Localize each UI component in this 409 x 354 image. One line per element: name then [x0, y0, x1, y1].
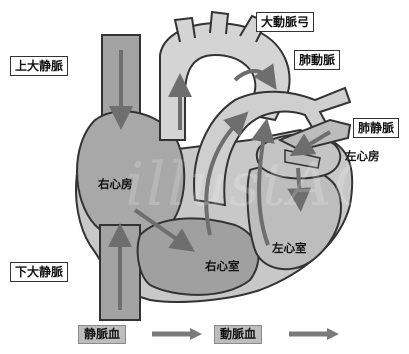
legend-arterial-blood: 動脈血: [214, 325, 262, 344]
label-right-atrium: 右心房: [98, 176, 133, 192]
label-right-ventricle: 右心室: [205, 258, 240, 274]
legend-venous-blood: 静脈血: [78, 325, 126, 344]
label-pulmonary-artery: 肺動脈: [294, 50, 340, 70]
label-aortic-arch: 大動脈弓: [256, 12, 314, 32]
legend-arrow-1: [150, 327, 204, 341]
right-ventricle-shape: [138, 218, 259, 294]
legend-arrow-2: [287, 327, 341, 341]
label-left-ventricle: 左心室: [272, 240, 307, 256]
label-left-atrium: 左心房: [345, 148, 380, 164]
watermark: illustAC: [125, 150, 381, 220]
label-superior-vena-cava: 上大静脈: [10, 56, 68, 76]
label-inferior-vena-cava: 下大静脈: [10, 262, 68, 282]
label-pulmonary-vein: 肺静脈: [353, 118, 399, 138]
